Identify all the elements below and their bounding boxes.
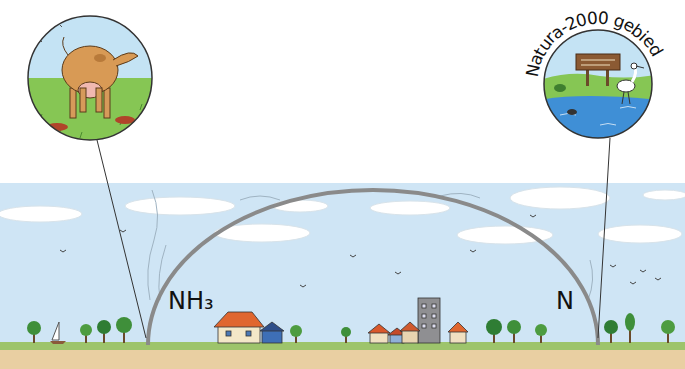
arc-glyph: u [535, 35, 555, 54]
arc-glyph [607, 10, 616, 28]
deposition-label: N [556, 289, 574, 313]
arc-glyph: 0 [597, 9, 609, 27]
arc-glyph: - [557, 19, 571, 37]
arc-glyph: g [611, 12, 627, 32]
arc-glyph: N [524, 63, 543, 79]
arc-glyph: i [636, 29, 651, 45]
arc-glyph: e [639, 33, 659, 52]
arc-glyph: a [548, 22, 567, 42]
arc-glyph: b [628, 21, 647, 41]
arc-glyph: e [620, 16, 637, 36]
arc-glyph: 0 [574, 10, 589, 29]
arc-glyph: d [645, 42, 665, 60]
arc-glyph: a [527, 52, 547, 68]
arc-glyph: t [531, 45, 549, 59]
arc-glyph: 2 [563, 14, 580, 34]
arc-glyph: 0 [586, 9, 598, 27]
arc-glyph: r [542, 29, 559, 46]
emission-label: NH₃ [168, 289, 214, 313]
